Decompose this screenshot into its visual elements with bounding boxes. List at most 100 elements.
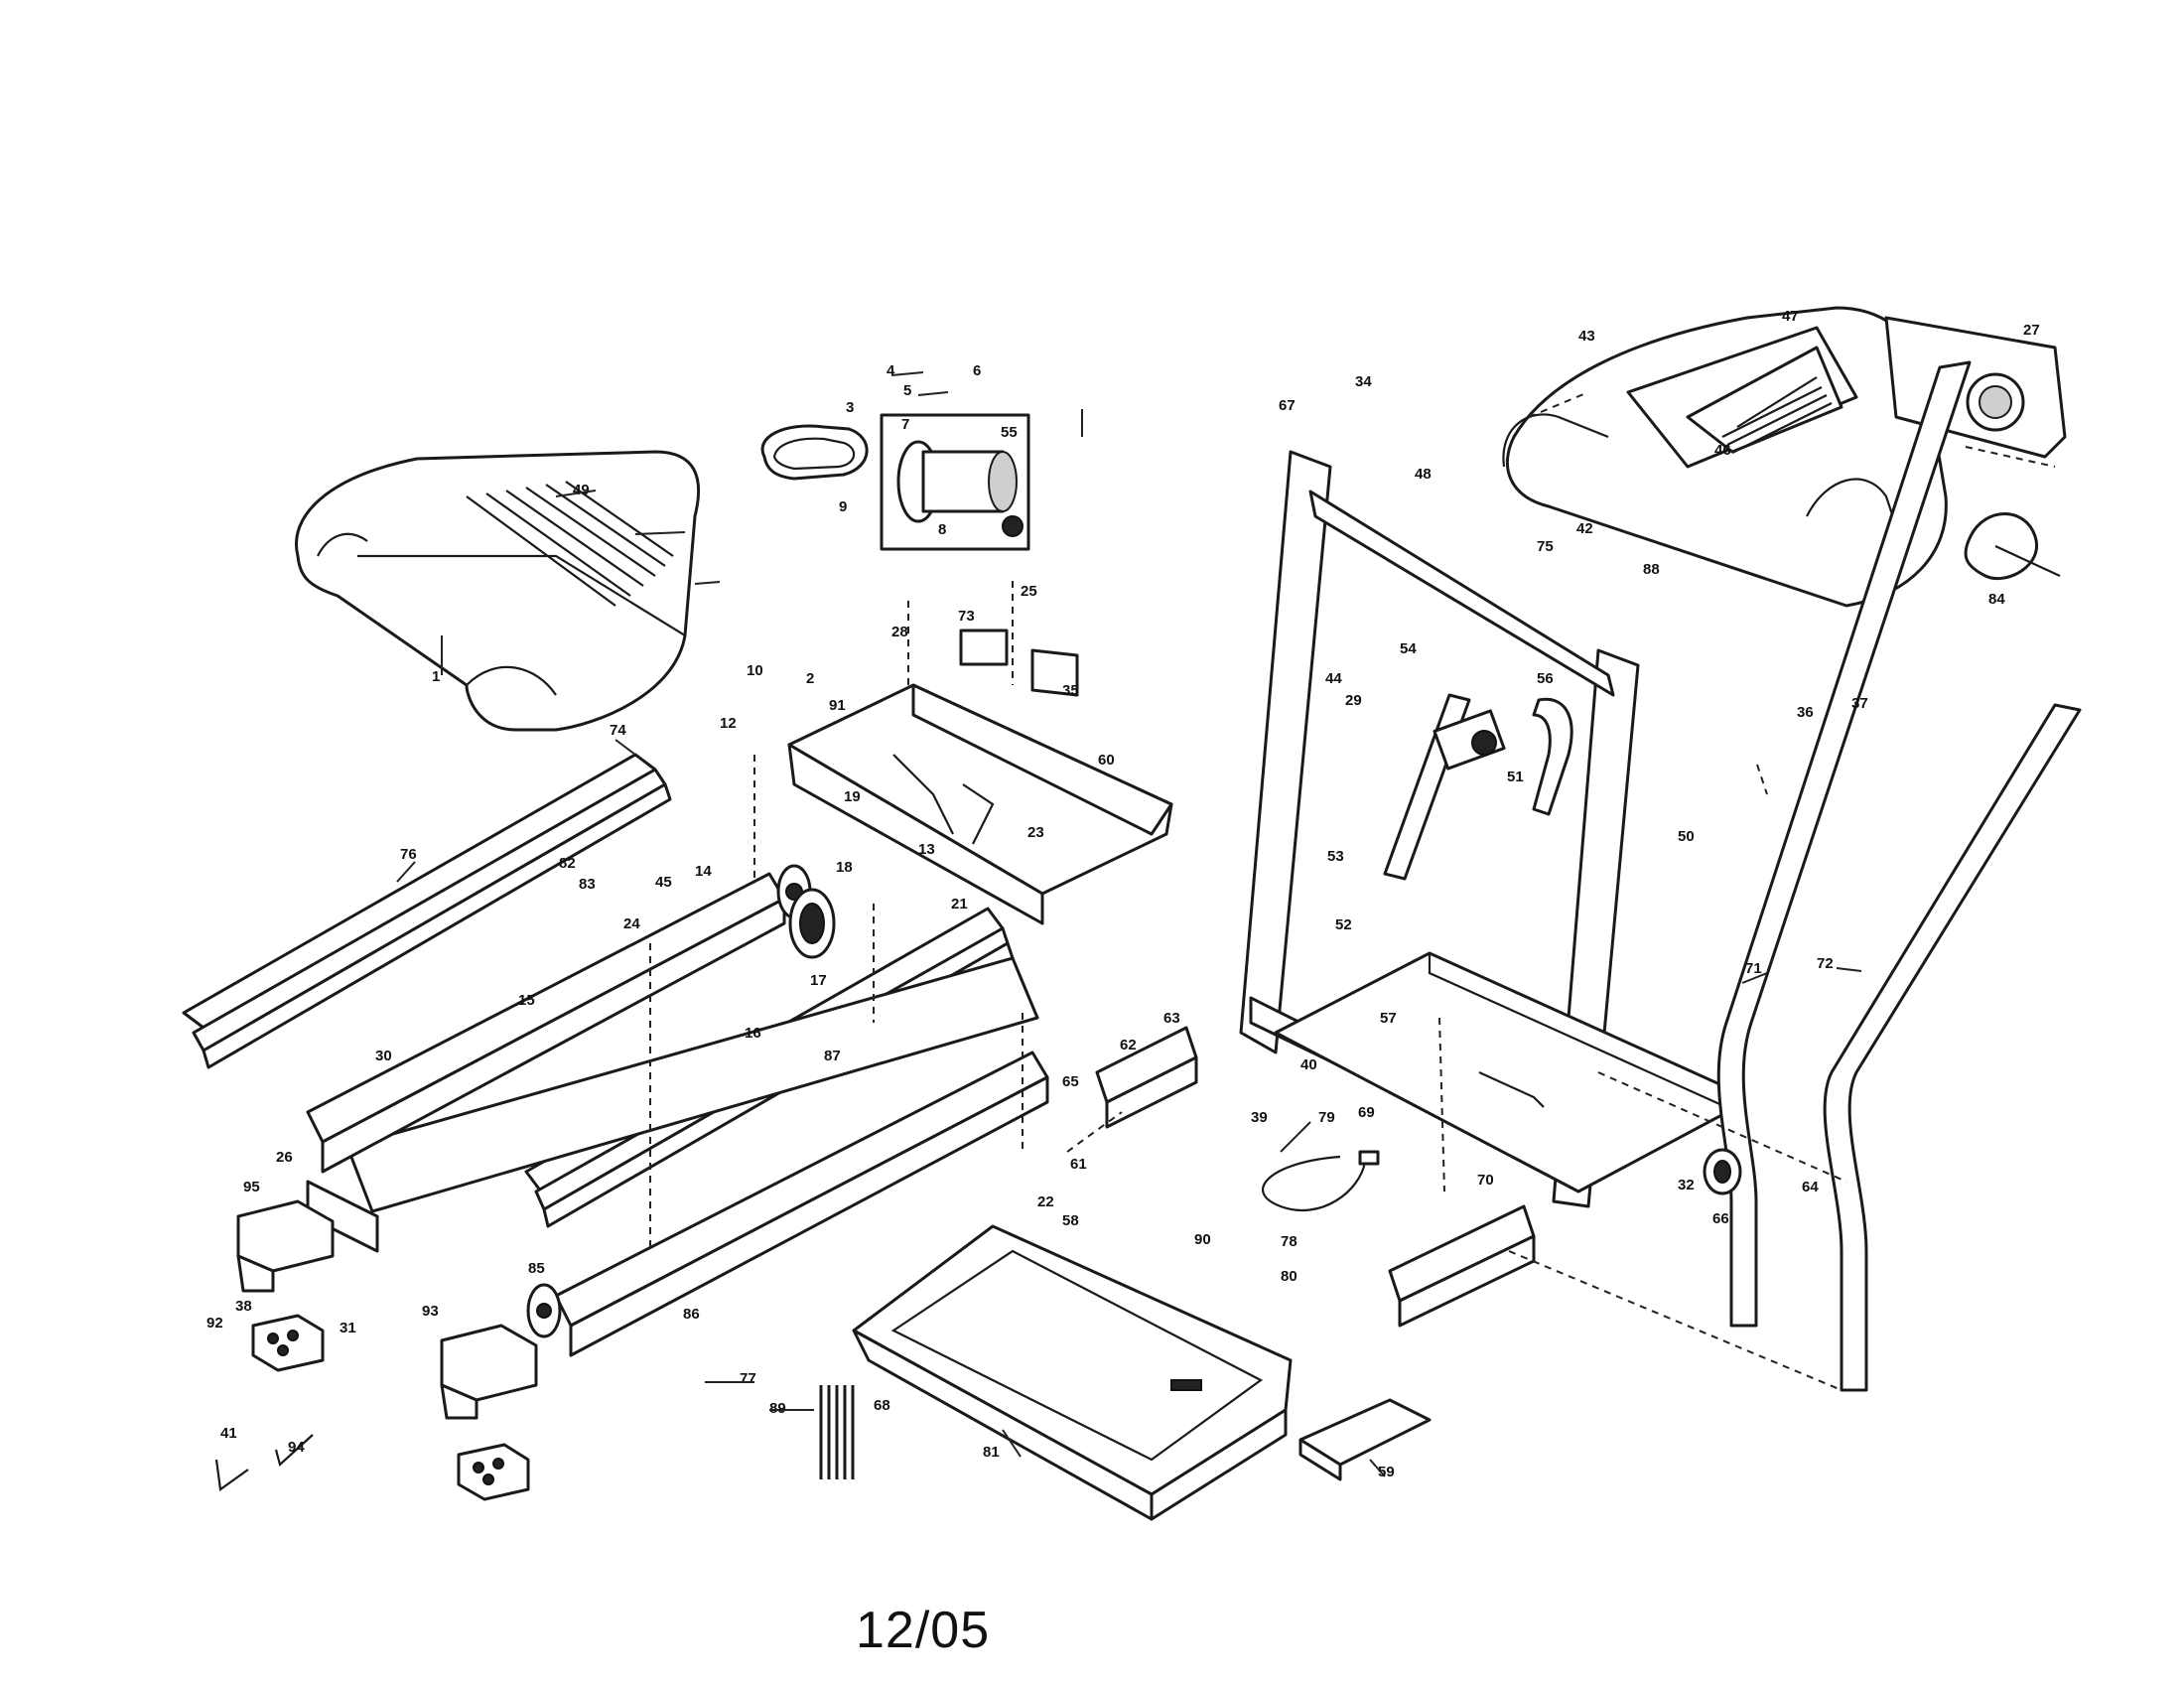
callout-81: 81: [983, 1444, 1000, 1461]
callout-85: 85: [528, 1260, 545, 1277]
callout-68: 68: [874, 1397, 890, 1414]
callout-9: 9: [839, 498, 847, 515]
callout-25: 25: [1021, 583, 1037, 600]
callout-41: 41: [220, 1425, 237, 1442]
callout-87: 87: [824, 1048, 841, 1064]
upright-frame: [1239, 450, 1739, 1208]
callout-31: 31: [340, 1320, 356, 1336]
callout-93: 93: [422, 1303, 439, 1320]
base-pan: [852, 1224, 1293, 1521]
callout-61: 61: [1070, 1156, 1087, 1173]
callout-38: 38: [235, 1298, 252, 1315]
callout-90: 90: [1194, 1231, 1211, 1248]
right-frame-rail: [526, 1051, 1049, 1357]
callout-37: 37: [1851, 695, 1868, 712]
callout-18: 18: [836, 859, 853, 876]
callout-10: 10: [747, 662, 763, 679]
callout-53: 53: [1327, 848, 1344, 865]
callout-44: 44: [1325, 670, 1342, 687]
callout-67: 67: [1279, 397, 1296, 414]
callout-51: 51: [1507, 769, 1524, 785]
drive-motor-box: [880, 413, 1030, 551]
callout-60: 60: [1098, 752, 1115, 769]
callout-2: 2: [806, 670, 814, 687]
callout-45: 45: [655, 874, 672, 891]
hex-wrenches: [214, 1434, 314, 1491]
right-end-cap: [440, 1324, 538, 1420]
motor-hood: [295, 450, 701, 732]
footer-date: 12/05: [856, 1602, 991, 1659]
callout-28: 28: [891, 624, 908, 640]
callout-24: 24: [623, 915, 640, 932]
callout-77: 77: [740, 1370, 756, 1387]
callout-46: 46: [1714, 442, 1731, 459]
callout-91: 91: [829, 697, 846, 714]
callout-39: 39: [1251, 1109, 1268, 1126]
main-frame: [787, 683, 1173, 925]
callout-71: 71: [1745, 960, 1762, 977]
callout-72: 72: [1817, 955, 1834, 972]
callout-21: 21: [951, 896, 968, 912]
callout-8: 8: [938, 521, 946, 538]
rear-bracket: [1298, 1398, 1432, 1481]
callout-47: 47: [1782, 308, 1799, 325]
console: [1502, 306, 1948, 608]
callout-3: 3: [846, 399, 854, 416]
callout-88: 88: [1643, 561, 1660, 578]
callout-63: 63: [1163, 1010, 1180, 1027]
callout-14: 14: [695, 863, 712, 880]
callout-5: 5: [903, 382, 911, 399]
callout-23: 23: [1027, 824, 1044, 841]
rear-foot-right: [457, 1443, 530, 1501]
leader-lines: [396, 371, 1862, 1477]
callout-50: 50: [1678, 828, 1695, 845]
callout-82: 82: [559, 855, 576, 872]
callout-22: 22: [1037, 1193, 1054, 1210]
wheel: [1703, 1148, 1742, 1195]
callout-36: 36: [1797, 704, 1814, 721]
callout-66: 66: [1712, 1210, 1729, 1227]
callout-64: 64: [1802, 1179, 1819, 1195]
callout-65: 65: [1062, 1073, 1079, 1090]
callout-62: 62: [1120, 1037, 1137, 1053]
left-side-rail: [182, 753, 672, 1069]
callout-19: 19: [844, 788, 861, 805]
callout-35: 35: [1062, 682, 1079, 699]
callout-75: 75: [1537, 538, 1554, 555]
assembly-lines: [649, 391, 2056, 1391]
front-roller: [788, 888, 836, 959]
callout-7: 7: [901, 416, 909, 433]
drive-belt: [760, 424, 869, 481]
callout-16: 16: [745, 1025, 761, 1042]
motor-bracket: [959, 629, 1079, 697]
callout-34: 34: [1355, 373, 1372, 390]
callout-92: 92: [206, 1315, 223, 1332]
upright-wire: [1478, 1070, 1545, 1108]
callout-70: 70: [1477, 1172, 1494, 1189]
callout-13: 13: [918, 841, 935, 858]
callout-74: 74: [610, 722, 626, 739]
console-grille: [1721, 376, 1833, 454]
callout-55: 55: [1001, 424, 1018, 441]
left-end-cap: [236, 1199, 335, 1293]
callout-89: 89: [769, 1400, 786, 1417]
callout-59: 59: [1378, 1464, 1395, 1480]
callout-48: 48: [1415, 466, 1432, 483]
wire-ties: [819, 1385, 855, 1479]
callout-1: 1: [432, 668, 440, 685]
callout-43: 43: [1578, 328, 1595, 345]
callout-27: 27: [2023, 322, 2040, 339]
callout-42: 42: [1576, 520, 1593, 537]
power-cord: [1262, 1150, 1380, 1212]
callout-78: 78: [1281, 1233, 1297, 1250]
callout-4: 4: [887, 362, 895, 379]
hood-vent-grille: [466, 481, 674, 607]
callout-56: 56: [1537, 670, 1554, 687]
callout-labels: 1 2 3 4 5 6 7 8 9 10 12 13 14 15 16 17 1…: [206, 308, 2040, 1480]
callout-76: 76: [400, 846, 417, 863]
callout-6: 6: [973, 362, 981, 379]
cooling-fan: [1964, 512, 2061, 581]
stabilizer-left: [1095, 1026, 1198, 1129]
callout-32: 32: [1678, 1177, 1695, 1193]
incline-strap: [1532, 697, 1573, 816]
